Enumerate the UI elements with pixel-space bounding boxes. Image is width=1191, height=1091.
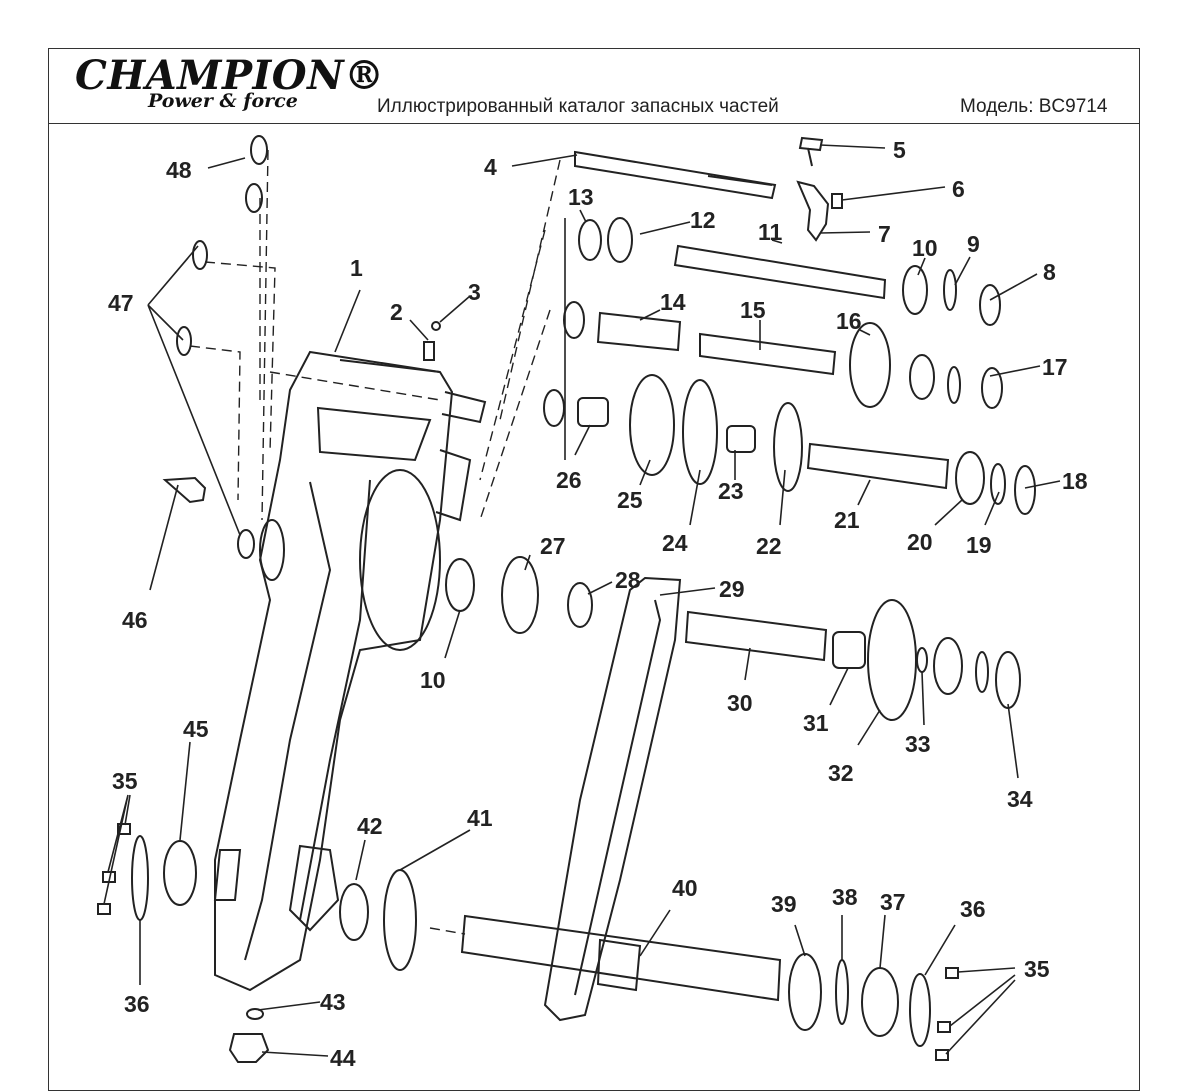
part-label: 21 (834, 507, 860, 533)
part-label: 43 (320, 989, 346, 1015)
part-label: 36 (960, 896, 986, 922)
model-label: Модель: BC9714 (960, 96, 1108, 117)
gearbox-housing-drawing (213, 350, 487, 992)
part-label: 37 (880, 889, 906, 915)
part-label: 22 (756, 533, 782, 559)
part-label: 1 (350, 255, 363, 281)
part-number-labels: 1 2 3 4 5 6 7 8 9 10 10 11 12 13 14 15 1… (108, 137, 1088, 1071)
part-label: 20 (907, 529, 933, 555)
part-label: 26 (556, 467, 582, 493)
part-label: 10 (912, 235, 938, 261)
part-label: 8 (1043, 259, 1056, 285)
part-label: 6 (952, 176, 965, 202)
part-label: 23 (718, 478, 744, 504)
part-label: 42 (357, 813, 383, 839)
shaft-drawings (460, 150, 950, 1002)
header-divider (48, 123, 1140, 124)
part-label: 18 (1062, 468, 1088, 494)
part-label: 10 (420, 667, 446, 693)
part-label: 47 (108, 290, 134, 316)
part-label: 48 (166, 157, 192, 183)
part-label: 36 (124, 991, 150, 1017)
part-label: 31 (803, 710, 829, 736)
part-label: 40 (672, 875, 698, 901)
fastener-drawings (97, 136, 959, 1063)
part-label: 46 (122, 607, 148, 633)
part-label: 2 (390, 299, 403, 325)
part-label: 35 (1024, 956, 1050, 982)
part-label: 27 (540, 533, 566, 559)
part-label: 17 (1042, 354, 1068, 380)
part-label: 7 (878, 221, 891, 247)
part-label: 5 (893, 137, 906, 163)
bearing-and-ring-drawings (131, 135, 1036, 1047)
part-label: 16 (836, 308, 862, 334)
part-label: 44 (330, 1045, 356, 1071)
part-label: 25 (617, 487, 643, 513)
part-label: 32 (828, 760, 854, 786)
part-label: 13 (568, 184, 594, 210)
label-leader-lines (103, 144, 1061, 1057)
part-label: 28 (615, 567, 641, 593)
part-label: 38 (832, 884, 858, 910)
part-label: 45 (183, 716, 209, 742)
part-label: 15 (740, 297, 766, 323)
logo-tagline: Power & force (148, 90, 298, 112)
champion-logo: CHAMPION® (75, 52, 385, 99)
part-label: 11 (758, 219, 783, 245)
part-label: 39 (771, 891, 797, 917)
part-label: 35 (112, 768, 138, 794)
drive-chain-drawing (543, 576, 682, 1022)
part-label: 19 (966, 532, 992, 558)
catalog-title: Иллюстрированный каталог запасных частей (377, 96, 779, 117)
gear-drawings (383, 217, 917, 971)
part-label: 14 (660, 289, 686, 315)
part-label: 12 (690, 207, 716, 233)
part-label: 24 (662, 530, 688, 556)
part-label: 33 (905, 731, 931, 757)
part-label: 30 (727, 690, 753, 716)
part-label: 29 (719, 576, 745, 602)
part-label: 41 (467, 805, 493, 831)
part-label: 9 (967, 231, 980, 257)
part-label: 34 (1007, 786, 1033, 812)
part-label: 4 (484, 154, 497, 180)
assembly-guide-lines (189, 149, 561, 935)
part-label: 3 (468, 279, 481, 305)
